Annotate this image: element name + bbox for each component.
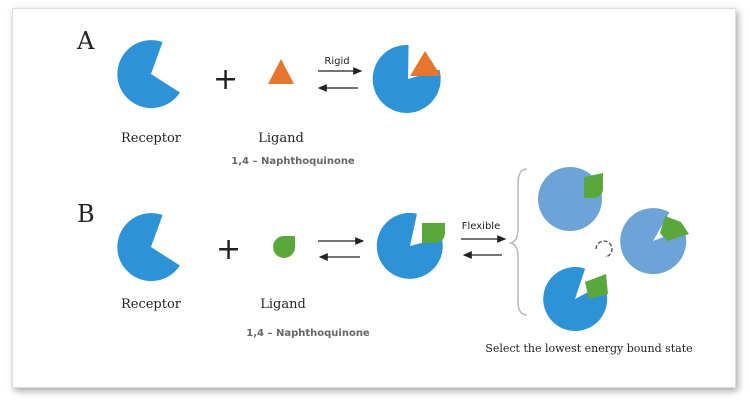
- selection-label: Select the lowest energy bound state: [485, 342, 692, 355]
- complex-flexible-ligand: [422, 223, 445, 243]
- panel-a-label: A: [76, 27, 95, 55]
- ligand-flexible: [273, 236, 295, 258]
- complex-flexible-receptor: [376, 212, 443, 279]
- panel-b-label: B: [77, 200, 95, 228]
- compound-label-a: 1,4 – Naphthoquinone: [231, 156, 355, 167]
- arrow-label-flexible: Flexible: [462, 221, 500, 232]
- cycle-arrows-icon: [595, 240, 613, 258]
- conformation-2-ligand: [660, 216, 689, 241]
- receptor-label-b: Receptor: [121, 297, 182, 312]
- ligand-label-b: Ligand: [260, 297, 306, 312]
- conformation-bracket: [508, 168, 528, 316]
- receptor-label-a: Receptor: [121, 131, 182, 146]
- plus-sign-b: +: [216, 232, 241, 267]
- receptor-a: [117, 40, 180, 109]
- compound-label-b: 1,4 – Naphthoquinone: [246, 328, 370, 339]
- conformation-3-ligand: [585, 274, 608, 299]
- docking-diagram: A + Rigid Receptor Ligand 1,4 – Naphthoq…: [76, 27, 693, 355]
- plus-sign-a: +: [213, 62, 238, 97]
- ligand-rigid: [268, 59, 294, 84]
- arrow-label-rigid: Rigid: [324, 56, 349, 67]
- figure-frame: A + Rigid Receptor Ligand 1,4 – Naphthoq…: [12, 8, 736, 388]
- conformation-2-receptor: [620, 208, 687, 275]
- complex-rigid-ligand: [410, 51, 441, 76]
- ligand-label-a: Ligand: [258, 131, 304, 146]
- complex-rigid-receptor: [372, 44, 441, 113]
- conformation-1-ligand: [584, 173, 603, 198]
- receptor-b: [117, 213, 180, 282]
- conformation-3-receptor: [543, 267, 608, 332]
